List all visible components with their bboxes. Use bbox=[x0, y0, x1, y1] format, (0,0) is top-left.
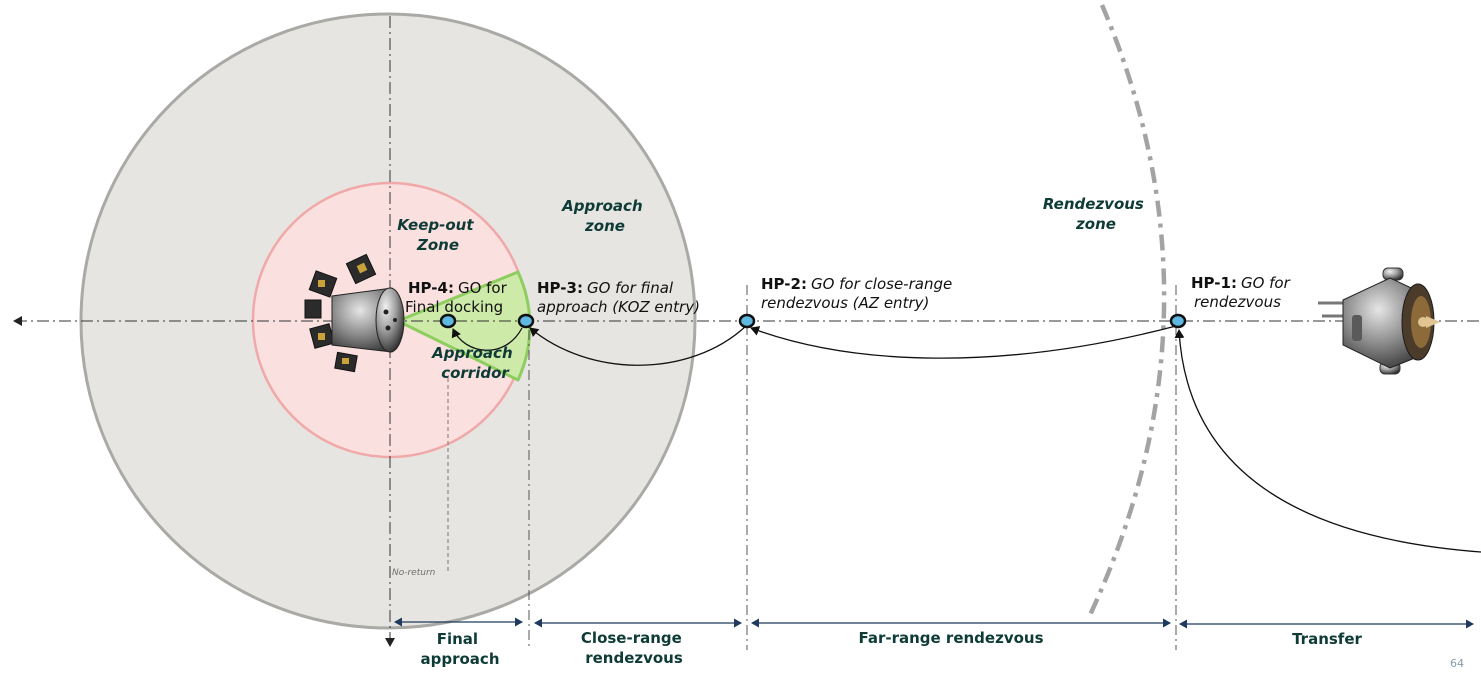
final-approach-trajectory bbox=[451, 327, 523, 351]
rendezvous-zone-label: Rendezvous zone bbox=[1043, 195, 1149, 233]
page-number: 64 bbox=[1450, 657, 1464, 670]
hp3-label: HP-3:GO for final approach (KOZ entry) bbox=[537, 279, 700, 316]
phase-far-range-label: Far-range rendezvous bbox=[858, 629, 1043, 647]
phase-final-approach-label: Final approach bbox=[421, 630, 500, 668]
svg-text:HP-3:GO for final: HP-3:GO for final bbox=[537, 279, 674, 297]
close-range-trajectory bbox=[529, 325, 747, 366]
hold-point-hp1-marker bbox=[1169, 313, 1187, 329]
svg-text:HP-4:GO for: HP-4:GO for bbox=[408, 279, 508, 297]
phase-transfer-label: Transfer bbox=[1292, 630, 1362, 648]
hp1-label: HP-1:GO for rendezvous bbox=[1191, 274, 1291, 311]
svg-text:Final docking: Final docking bbox=[405, 298, 503, 316]
svg-text:HP-1:GO for: HP-1:GO for bbox=[1191, 274, 1291, 292]
transfer-trajectory bbox=[1174, 329, 1481, 553]
target-station-icon bbox=[304, 253, 405, 373]
approach-corridor-label: Approach corridor bbox=[431, 344, 518, 382]
approach-zone-label: Approach zone bbox=[561, 197, 648, 235]
hold-point-hp2-marker bbox=[738, 313, 756, 329]
svg-text:approach (KOZ entry): approach (KOZ entry) bbox=[537, 298, 700, 316]
far-range-trajectory bbox=[750, 325, 1177, 359]
keep-out-zone-label: Keep-out Zone bbox=[397, 216, 479, 254]
svg-text:rendezvous: rendezvous bbox=[1194, 293, 1281, 311]
phase-close-range-label: Close-range rendezvous bbox=[581, 629, 687, 667]
hold-point-hp4-marker bbox=[439, 313, 457, 329]
rendezvous-zone-boundary bbox=[1087, 4, 1167, 616]
svg-text:HP-2:GO for close-range: HP-2:GO for close-range bbox=[761, 275, 952, 293]
hp2-label: HP-2:GO for close-range rendezvous (AZ e… bbox=[761, 275, 952, 312]
hp4-label: HP-4:GO for Final docking bbox=[405, 279, 508, 316]
svg-text:rendezvous (AZ entry): rendezvous (AZ entry) bbox=[761, 294, 929, 312]
hold-point-hp3-marker bbox=[517, 313, 535, 329]
no-return-label: No-return bbox=[392, 568, 436, 578]
chaser-spacecraft-icon bbox=[1318, 267, 1440, 375]
